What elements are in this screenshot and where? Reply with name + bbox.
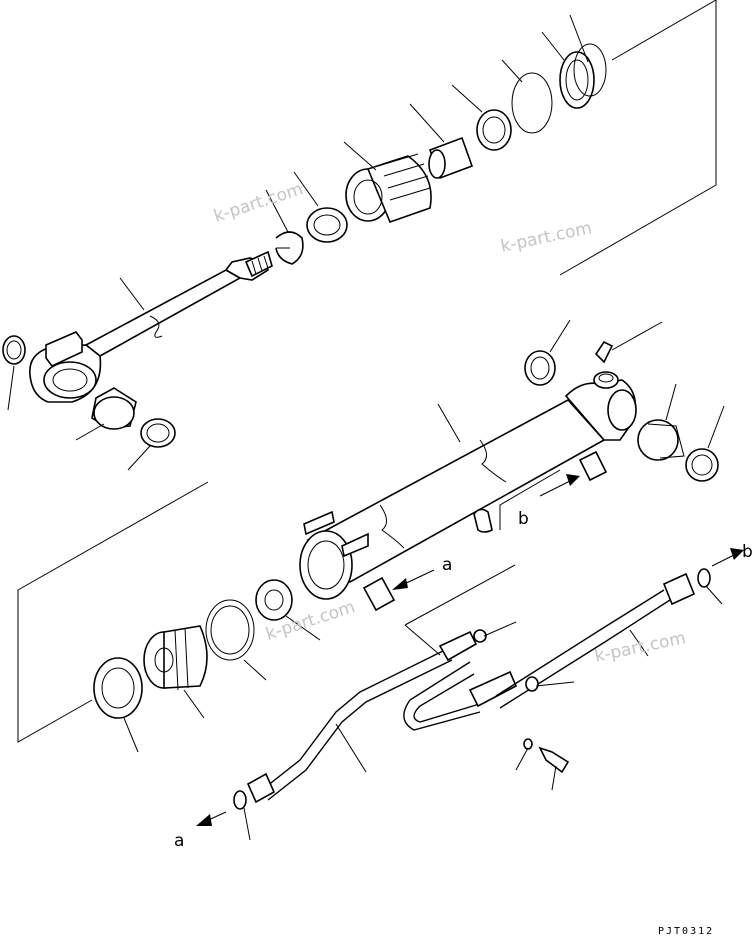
drawing-code: PJT0312 [658,926,714,937]
label-a-lower: a [174,831,184,851]
watermark-2: k-part.com [499,218,594,257]
rod-small-parts [2,335,176,448]
label-b-lower: b [742,542,753,562]
piston-rod [29,250,273,403]
assembly-brackets [17,0,717,743]
watermark-4: k-part.com [593,628,688,667]
label-b-upper: b [518,509,529,529]
piston-parts [93,579,293,719]
arrow-a-lower [196,814,212,826]
callout-leaders [7,14,725,841]
arrow-b-upper [566,474,580,486]
rod-end-parts [275,43,607,265]
arrow-b-lower [730,548,744,560]
cylinder-tube [299,371,637,612]
label-a-upper: a [442,555,452,575]
cylinder-end-parts [524,340,719,482]
arrow-a-upper [392,578,408,590]
connection-arrows [196,474,744,826]
watermark-1: k-part.com [211,179,305,227]
hydraulic-piping [233,568,711,810]
